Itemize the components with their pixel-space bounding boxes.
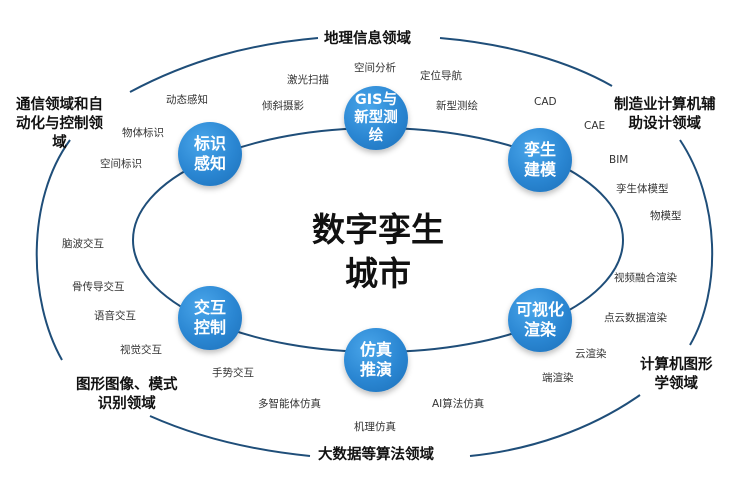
node-gis-label: GIS与 新型测 绘 xyxy=(354,92,398,144)
sub-voice: 语音交互 xyxy=(94,310,136,322)
node-visual-render-label: 可视化 渲染 xyxy=(515,300,564,339)
sub-ai: AI算法仿真 xyxy=(432,398,485,410)
sub-gesture: 手势交互 xyxy=(212,367,254,379)
sub-nav: 定位导航 xyxy=(420,70,462,82)
domain-geo: 地理信息领域 xyxy=(324,31,411,47)
sub-mech: 机理仿真 xyxy=(354,421,396,433)
domain-comm: 通信领域和自 动化与控制领 域 xyxy=(16,97,103,151)
node-simulation-label: 仿真 推演 xyxy=(359,340,392,379)
sub-cae: CAE xyxy=(584,120,606,132)
sub-bone: 骨传导交互 xyxy=(72,281,125,293)
sub-brain: 脑波交互 xyxy=(62,238,104,250)
node-twin-modeling: 孪生 建模 xyxy=(508,128,572,192)
sub-multi: 多智能体仿真 xyxy=(258,398,321,410)
outer-ring-top-left xyxy=(129,37,319,93)
sub-bim: BIM xyxy=(609,154,629,166)
sub-visual: 视觉交互 xyxy=(120,344,162,356)
sub-phys: 物模型 xyxy=(650,210,682,222)
sub-videofuse: 视频融合渲染 xyxy=(614,272,677,284)
sub-cloud: 云渲染 xyxy=(575,348,607,360)
node-visual-render: 可视化 渲染 xyxy=(508,288,572,352)
node-sensing-label: 标识 感知 xyxy=(193,134,226,173)
sub-twinbody: 孪生体模型 xyxy=(616,183,669,195)
node-interaction-label: 交互 控制 xyxy=(193,298,226,337)
sub-spaceid: 空间标识 xyxy=(100,158,142,170)
domain-graphics: 计算机图形 学领域 xyxy=(640,357,713,392)
central-title: 数字孪生 城市 xyxy=(312,210,444,293)
outer-ring-right xyxy=(679,139,714,346)
outer-ring-bottom-right xyxy=(469,394,641,457)
node-gis: GIS与 新型测 绘 xyxy=(344,86,408,150)
node-simulation: 仿真 推演 xyxy=(344,328,408,392)
sub-cad: CAD xyxy=(534,96,557,108)
outer-ring-left xyxy=(35,139,71,361)
sub-newsurvey: 新型测绘 xyxy=(436,100,478,112)
sub-spatial: 空间分析 xyxy=(354,62,396,74)
sub-pointcloud: 点云数据渲染 xyxy=(604,312,667,324)
domain-bigdata: 大数据等算法领域 xyxy=(318,447,434,463)
node-sensing: 标识 感知 xyxy=(178,122,242,186)
outer-ring-top-right xyxy=(439,37,613,87)
node-twin-modeling-label: 孪生 建模 xyxy=(523,140,556,179)
node-interaction: 交互 控制 xyxy=(178,286,242,350)
sub-laser: 激光扫描 xyxy=(287,74,329,86)
domain-cad: 制造业计算机辅 助设计领域 xyxy=(614,97,716,132)
sub-edge: 端渲染 xyxy=(542,372,574,384)
sub-tilt: 倾斜摄影 xyxy=(262,100,304,112)
sub-objid: 物体标识 xyxy=(122,127,164,139)
domain-pattern: 图形图像、模式 识别领域 xyxy=(76,377,178,412)
outer-ring-bottom-left xyxy=(149,415,311,457)
sub-dynamic: 动态感知 xyxy=(166,94,208,106)
